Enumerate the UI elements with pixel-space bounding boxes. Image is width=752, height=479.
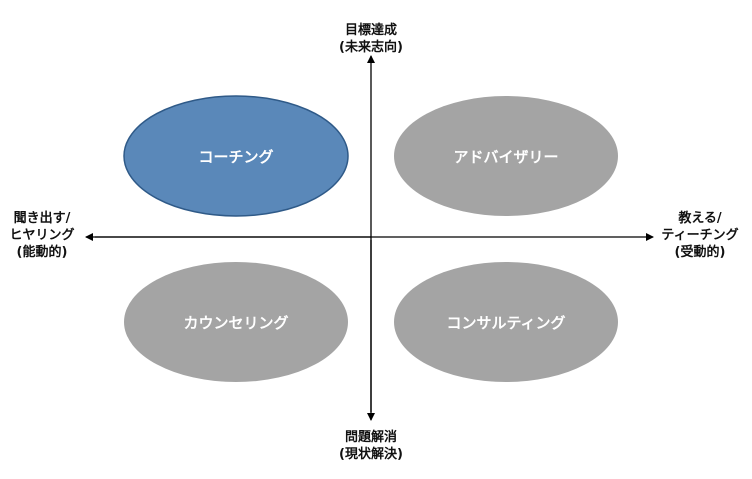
counseling-ellipse — [124, 262, 348, 382]
advisory-ellipse — [394, 96, 618, 216]
bottom-axis-label-line1: 問題解消 — [345, 429, 397, 445]
consulting-ellipse — [394, 262, 618, 382]
bottom-axis-label-line2: (現状解決) — [339, 446, 403, 462]
top-axis-label-line2: (未来志向) — [339, 39, 403, 55]
coaching-ellipse — [123, 95, 349, 217]
top-axis-label-line1: 目標達成 — [345, 22, 397, 38]
consulting-label: コンサルティング — [446, 314, 565, 332]
right-axis-label-line2: ティーチング — [661, 227, 738, 243]
advisory-label: アドバイザリー — [453, 148, 558, 166]
left-axis-label-line3: (能動的) — [17, 244, 68, 260]
right-axis-label-line3: (受動的) — [675, 244, 726, 260]
left-axis-label-line1: 聞き出す/ — [14, 210, 71, 226]
right-axis-label-line1: 教える/ — [677, 210, 722, 226]
counseling-label: カウンセリング — [183, 314, 288, 332]
coaching-label: コーチング — [198, 148, 273, 166]
left-axis-label-line2: ヒヤリング — [9, 227, 74, 243]
